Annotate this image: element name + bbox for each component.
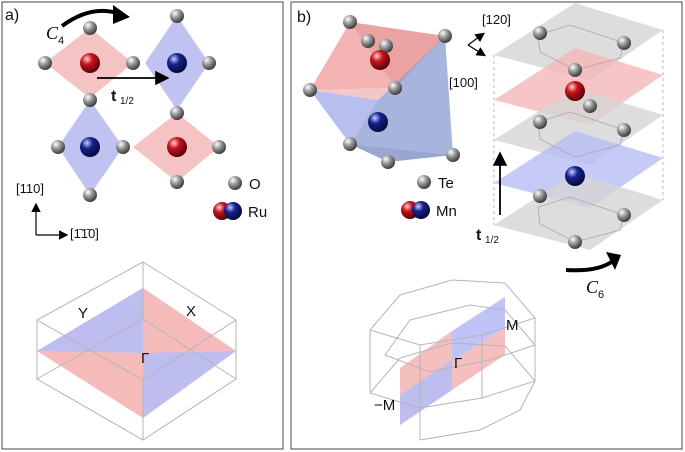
axis-label-110: [110] (16, 181, 44, 196)
layer-gray-mid (494, 88, 663, 165)
c6-arrowhead (606, 252, 621, 270)
c6-subscript: 6 (598, 289, 604, 301)
layer-stack (493, 3, 664, 250)
c6-rotation-arrow (565, 258, 616, 273)
bz-a-label-y: Y (78, 305, 88, 322)
bz-b-red-right (452, 327, 505, 390)
legend-oxygen-atom (228, 176, 242, 190)
bz-a-label-gamma: Γ (141, 350, 149, 367)
legend-oxygen-label: O (249, 176, 261, 193)
ru-atom-blue-bottom (80, 137, 100, 157)
bz-a-blue-right (143, 351, 236, 418)
c4-arrowhead (113, 5, 130, 24)
ru-atom-red-top (80, 53, 100, 73)
axis-label-120: [120] (482, 12, 511, 27)
legend-mn-label: Mn (436, 203, 457, 220)
bz-b-label-minus-m: −M (374, 397, 395, 414)
legend-ru-label: Ru (248, 204, 267, 221)
mn-atom-blue-stack (565, 166, 585, 186)
panel-b-label: b) (297, 9, 311, 26)
panel-b: b) Te Mn [120] [100] (290, 1, 683, 450)
axis-120-arrow (467, 32, 485, 46)
bz-a-red-bottom (37, 351, 143, 418)
axis-label-1-10: [1̄1̄0] (70, 226, 99, 241)
panel-b-frame (290, 1, 683, 450)
c4-subscript: 4 (58, 35, 64, 47)
legend-te-atom (417, 175, 431, 189)
brillouin-zone-a: Y X Γ (35, 261, 237, 441)
bz-a-blue-left (37, 288, 143, 353)
bz-b-label-gamma: Γ (454, 355, 462, 372)
layer-gray-top (494, 3, 663, 80)
panel-a-frame (1, 1, 284, 450)
ru-atom-blue-top (167, 53, 187, 73)
translation-symbol-b: t (476, 227, 482, 244)
legend-mn-blue (412, 201, 430, 219)
mn-atom-blue-b (368, 112, 388, 132)
mn-atom-red-b (370, 50, 390, 70)
axis-100-arrow (467, 44, 487, 57)
mn-atom-red-stack (565, 81, 585, 101)
legend-ru-blue (224, 202, 242, 220)
brillouin-zone-b: M Γ −M (369, 279, 536, 441)
c4-symbol: C (46, 23, 59, 43)
legend-te-label: Te (438, 175, 454, 192)
bz-a-label-x: X (186, 303, 196, 320)
translation-sub-b: 1/2 (485, 235, 499, 246)
c6-symbol: C (586, 277, 599, 297)
octahedron-blue-b1 (310, 90, 378, 144)
translation-sub-a: 1/2 (120, 96, 134, 107)
panel-a: a) C 4 t (1, 1, 284, 450)
bz-a-red-top (143, 288, 236, 353)
octahedron-red-b2 (310, 22, 395, 90)
panel-a-label: a) (5, 7, 19, 24)
bz-b-label-m: M (506, 317, 519, 334)
tellurium-atoms-b (303, 15, 460, 169)
bz-b-blue-upper (452, 297, 505, 362)
translation-symbol-a: t (111, 88, 117, 105)
octahedron-blue-b3 (350, 144, 453, 162)
te-atoms-stack (533, 26, 631, 249)
layer-gray-bottom (494, 173, 663, 250)
oxygen-atoms-a (38, 9, 226, 202)
bz-b-blue-lower (400, 360, 452, 425)
ru-atom-red-bottom (167, 137, 187, 157)
axis-label-100: [100] (449, 75, 478, 90)
